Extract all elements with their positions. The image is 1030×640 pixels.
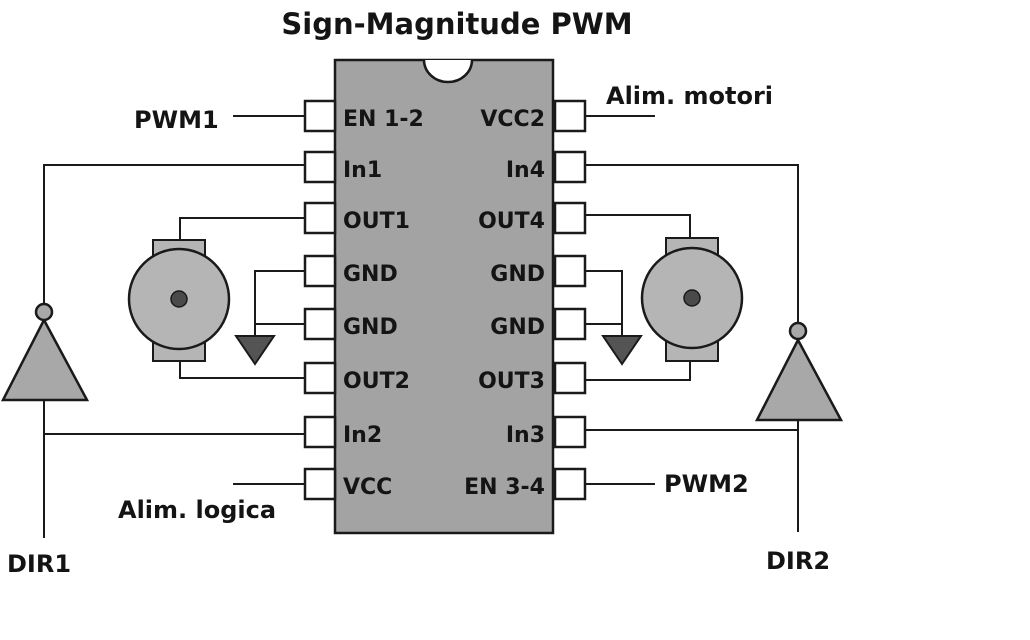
motor-2-icon	[640, 237, 744, 362]
wire-gnd-r1	[585, 270, 623, 336]
pin-labels-left: EN 1-2 In1 OUT1 GND GND OUT2 In2 VCC	[343, 107, 424, 500]
pin-in1	[303, 150, 337, 184]
motor-1-icon	[127, 239, 231, 362]
pin-label-gnd-l2: GND	[343, 315, 398, 340]
chip-notch	[422, 59, 474, 84]
pin-label-gnd-r1: GND	[490, 262, 545, 287]
pin-gnd-l1	[303, 254, 337, 288]
pin-label-en12: EN 1-2	[343, 107, 424, 132]
pin-out4	[553, 201, 587, 235]
pin-labels-right: VCC2 In4 OUT4 GND GND OUT3 In3 EN 3-4	[464, 107, 545, 500]
wire-in4	[585, 164, 799, 323]
pin-label-out4: OUT4	[478, 209, 545, 234]
pin-in2	[303, 415, 337, 449]
pin-label-out1: OUT1	[343, 209, 410, 234]
pin-gnd-r2	[553, 307, 587, 341]
pin-label-gnd-r2: GND	[490, 315, 545, 340]
right-pins	[553, 99, 587, 501]
label-alim-motori: Alim. motori	[606, 82, 773, 110]
ground-right-icon	[601, 335, 643, 366]
pin-label-in2: In2	[343, 423, 382, 448]
pin-en12	[303, 99, 337, 133]
label-dir1: DIR1	[7, 550, 71, 578]
left-pins	[303, 99, 337, 501]
pin-label-out2: OUT2	[343, 369, 410, 394]
wire-out2	[179, 361, 305, 379]
pin-label-in3: In3	[506, 423, 545, 448]
buffer-dir2-icon	[754, 321, 844, 422]
pin-gnd-l2	[303, 307, 337, 341]
pin-label-gnd-l1: GND	[343, 262, 398, 287]
wires	[43, 115, 799, 538]
label-dir2: DIR2	[766, 547, 830, 575]
ground-left-icon	[234, 335, 276, 366]
wire-out1	[179, 217, 305, 240]
l293-chip	[333, 58, 555, 535]
pin-en34	[553, 467, 587, 501]
pin-label-en34: EN 3-4	[464, 475, 545, 500]
wire-out3	[585, 361, 691, 381]
pin-in4	[553, 150, 587, 184]
pin-label-in4: In4	[506, 158, 545, 183]
label-pwm1: PWM1	[134, 106, 219, 134]
wire-out4	[585, 214, 691, 238]
label-pwm2: PWM2	[664, 470, 749, 498]
buffer-dir1-icon	[0, 302, 90, 402]
pin-gnd-r1	[553, 254, 587, 288]
pin-vcc2	[553, 99, 587, 133]
diagram-title: Sign-Magnitude PWM	[281, 7, 632, 41]
pin-label-out3: OUT3	[478, 369, 545, 394]
pin-in3	[553, 415, 587, 449]
pin-label-vcc: VCC	[343, 475, 392, 500]
wire-in1	[43, 164, 305, 304]
wire-gnd-l1	[254, 270, 305, 336]
pin-label-vcc2: VCC2	[480, 107, 545, 132]
label-alim-logica: Alim. logica	[118, 496, 276, 524]
pin-out3	[553, 361, 587, 395]
pin-out1	[303, 201, 337, 235]
pin-out2	[303, 361, 337, 395]
pin-vcc	[303, 467, 337, 501]
pin-label-in1: In1	[343, 158, 382, 183]
